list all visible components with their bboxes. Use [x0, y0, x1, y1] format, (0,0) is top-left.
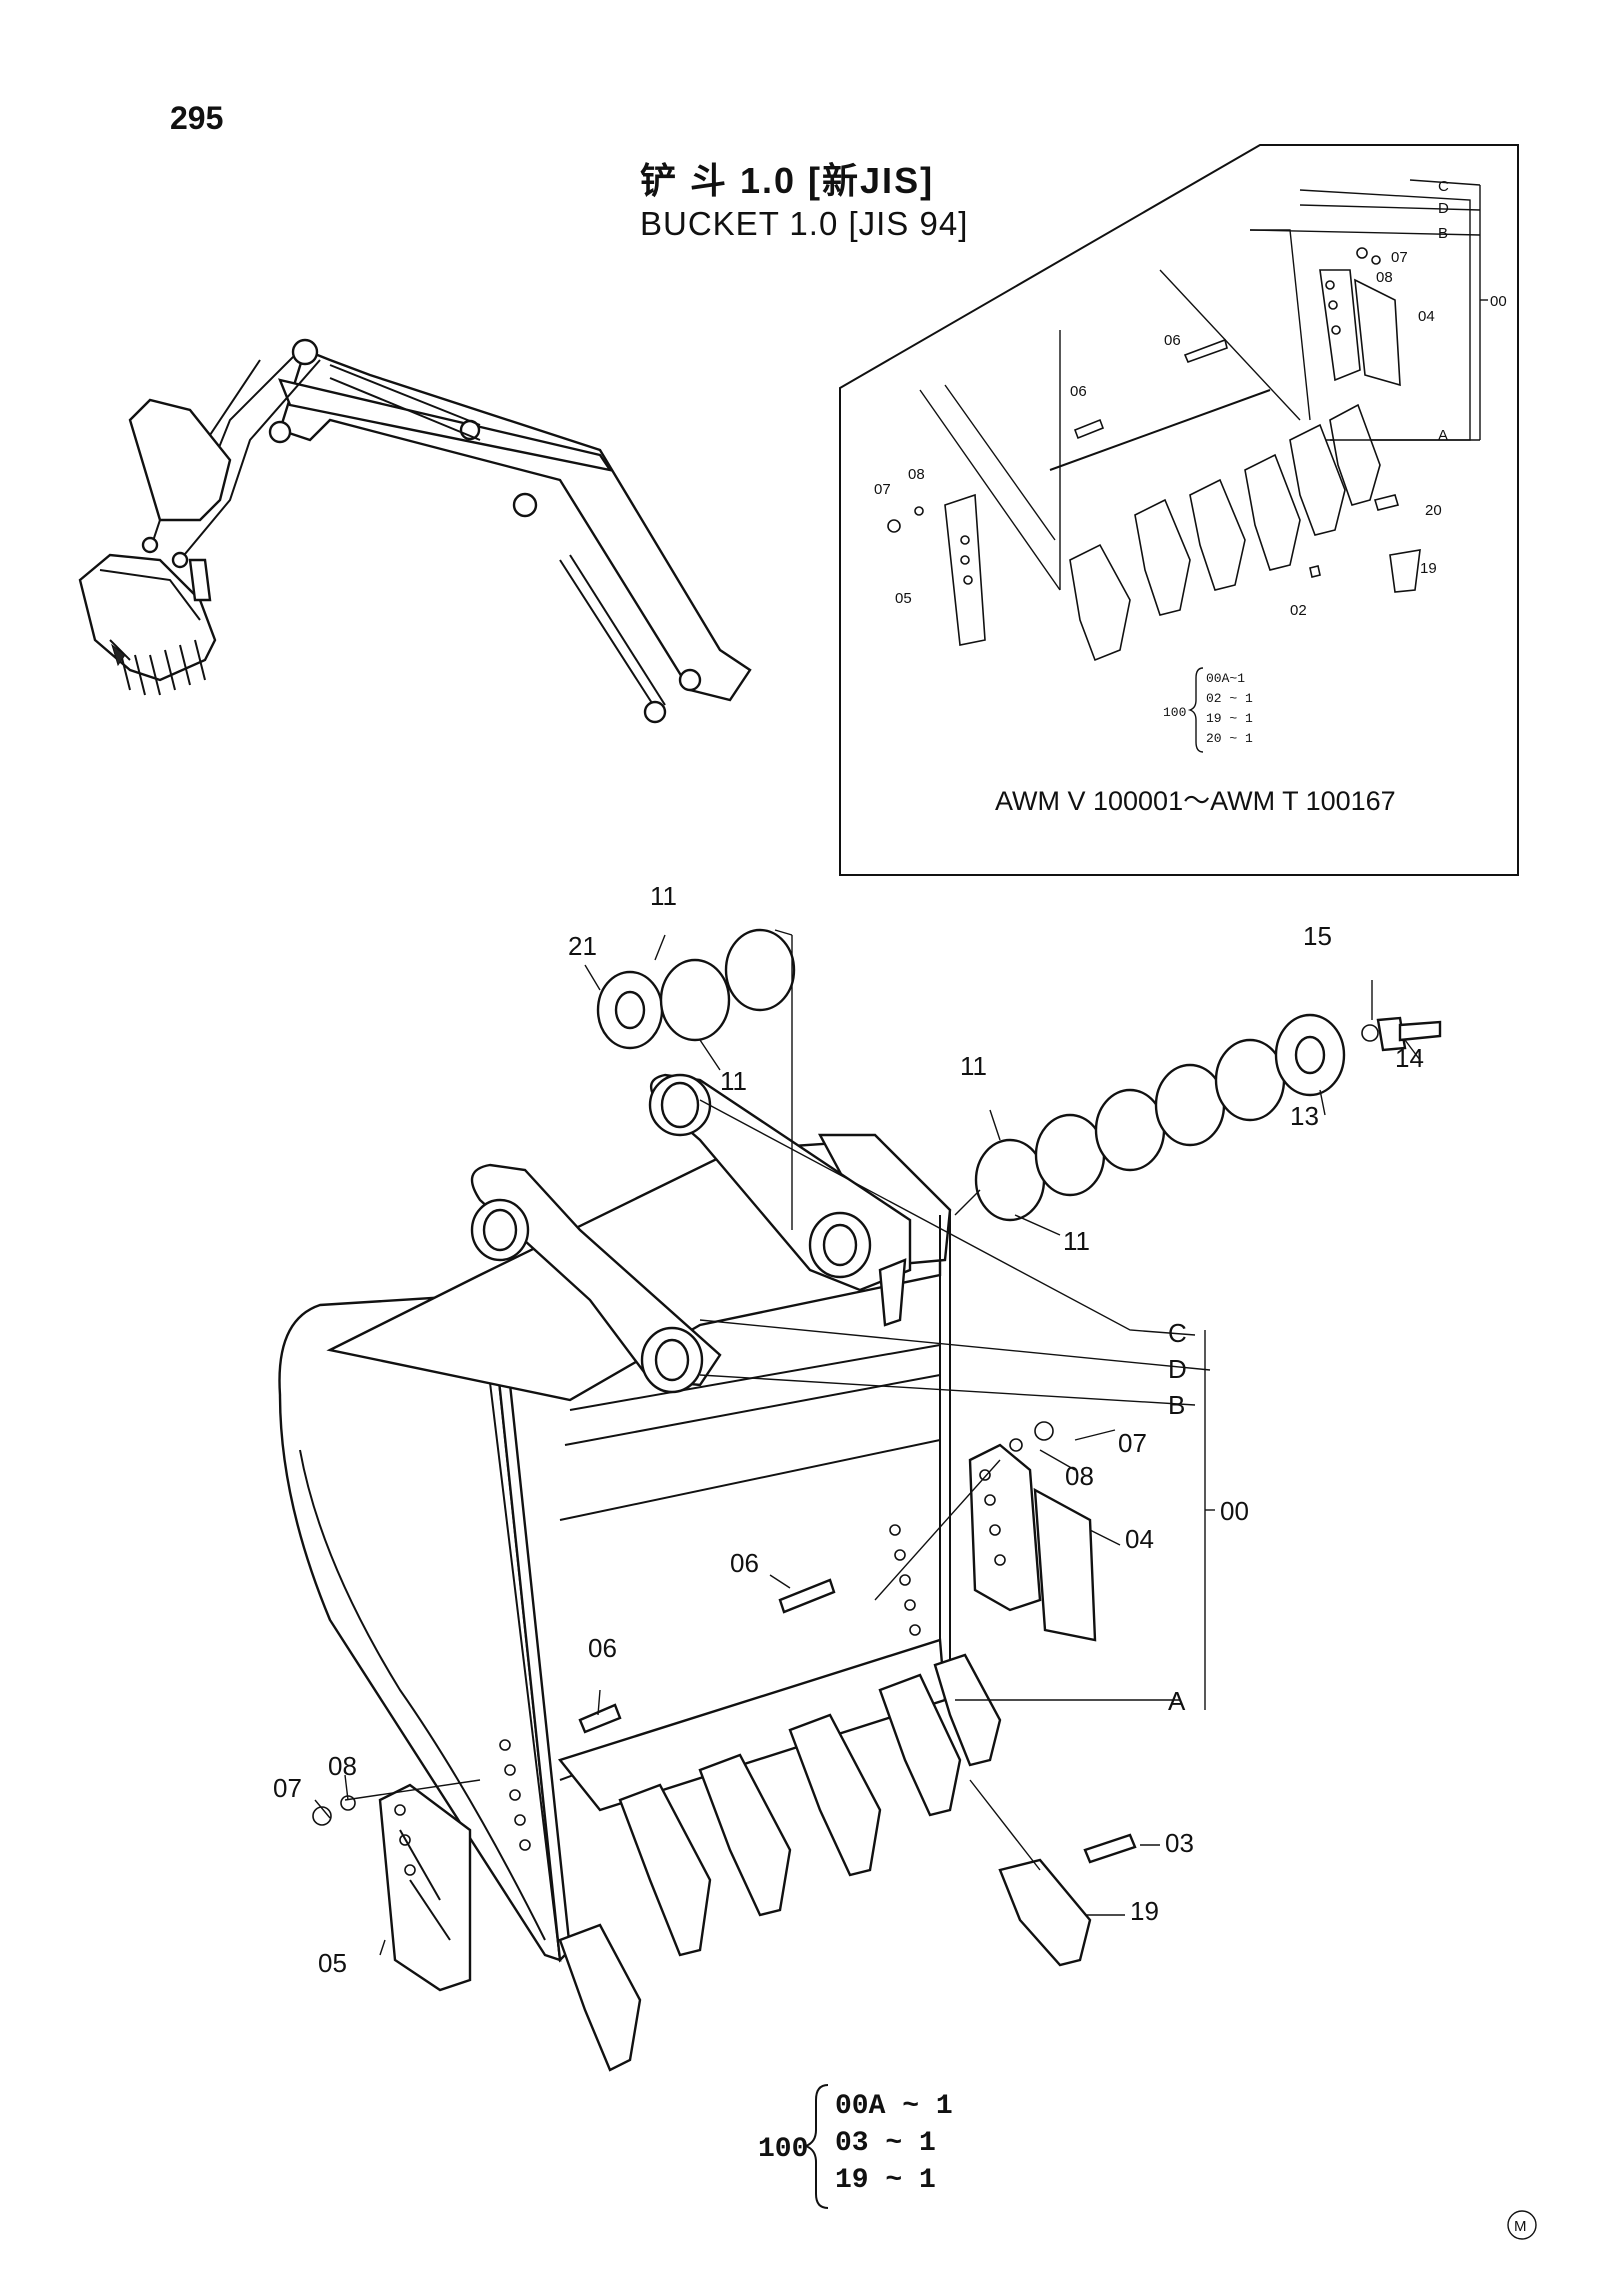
inset-callout-06b: 06 [1070, 383, 1087, 400]
inset-callout-08b: 08 [908, 466, 925, 483]
inset-serial-range: AWM V 100001～AWM T 100167 [995, 786, 1396, 816]
inset-qty-line-2: 02 ~ 1 [1206, 691, 1253, 706]
bucket-exploded-view: 21 11 11 15 14 13 11 11 07 08 04 06 06 0… [273, 881, 1442, 2209]
inset-callout-07: 07 [1391, 249, 1408, 266]
ref-C: C [1168, 1318, 1187, 1348]
inset-callout-05: 05 [895, 590, 912, 607]
ref-A: A [1168, 1686, 1186, 1716]
page-number: 295 [170, 100, 224, 136]
inset-detail: 07 08 04 06 06 07 08 05 20 19 02 C D B A… [839, 144, 1519, 876]
inset-ref-B: B [1438, 225, 1448, 242]
inset-callout-02: 02 [1290, 602, 1307, 619]
callout-11-mid: 11 [720, 1066, 747, 1096]
inset-callout-20: 20 [1425, 502, 1442, 519]
callout-08-left: 08 [328, 1751, 357, 1781]
title-chinese: 铲 斗 1.0 [新JIS] [640, 160, 935, 201]
callout-11-top: 11 [650, 881, 677, 911]
callout-03: 03 [1165, 1828, 1194, 1858]
excavator-arm-illustration [78, 338, 752, 724]
callout-08-right: 08 [1065, 1461, 1094, 1491]
qty-line-1: 00A ~ 1 [835, 2091, 953, 2122]
callout-04: 04 [1125, 1524, 1154, 1554]
callout-06-upper: 06 [730, 1548, 759, 1578]
qty-line-3: 19 ~ 1 [835, 2165, 936, 2196]
callout-19: 19 [1130, 1896, 1159, 1926]
inset-ref-A: A [1438, 427, 1448, 444]
inset-group-00: 00 [1490, 293, 1507, 310]
qty-prefix: 100 [758, 2134, 808, 2165]
callout-14: 14 [1395, 1043, 1424, 1073]
inset-qty-line-1: 00A~1 [1206, 671, 1245, 686]
inset-callout-07b: 07 [874, 481, 891, 498]
callout-11-right-top: 11 [960, 1051, 987, 1081]
callout-07-right: 07 [1118, 1428, 1147, 1458]
inset-callout-06a: 06 [1164, 332, 1181, 349]
callout-11-right-bottom: 11 [1063, 1226, 1090, 1256]
inset-ref-D: D [1438, 200, 1449, 217]
qty-line-2: 03 ~ 1 [835, 2128, 936, 2159]
inset-qty-line-4: 20 ~ 1 [1206, 731, 1253, 746]
inset-qty-line-3: 19 ~ 1 [1206, 711, 1253, 726]
inset-qty-prefix: 100 [1163, 705, 1186, 720]
callout-05: 05 [318, 1948, 347, 1978]
corner-mark-letter: M [1514, 2218, 1527, 2235]
ref-B: B [1168, 1390, 1185, 1420]
corner-mark: M [1507, 2210, 1537, 2240]
callout-13: 13 [1290, 1101, 1319, 1131]
callout-21: 21 [568, 931, 597, 961]
group-00: 00 [1220, 1496, 1249, 1526]
callout-06-lower: 06 [588, 1633, 617, 1663]
callout-15: 15 [1303, 921, 1332, 951]
inset-callout-04: 04 [1418, 308, 1435, 325]
callout-07-left: 07 [273, 1773, 302, 1803]
title-english: BUCKET 1.0 [JIS 94] [640, 205, 969, 242]
ref-D: D [1168, 1354, 1187, 1384]
inset-callout-08: 08 [1376, 269, 1393, 286]
inset-callout-19: 19 [1420, 560, 1437, 577]
inset-ref-C: C [1438, 178, 1449, 195]
